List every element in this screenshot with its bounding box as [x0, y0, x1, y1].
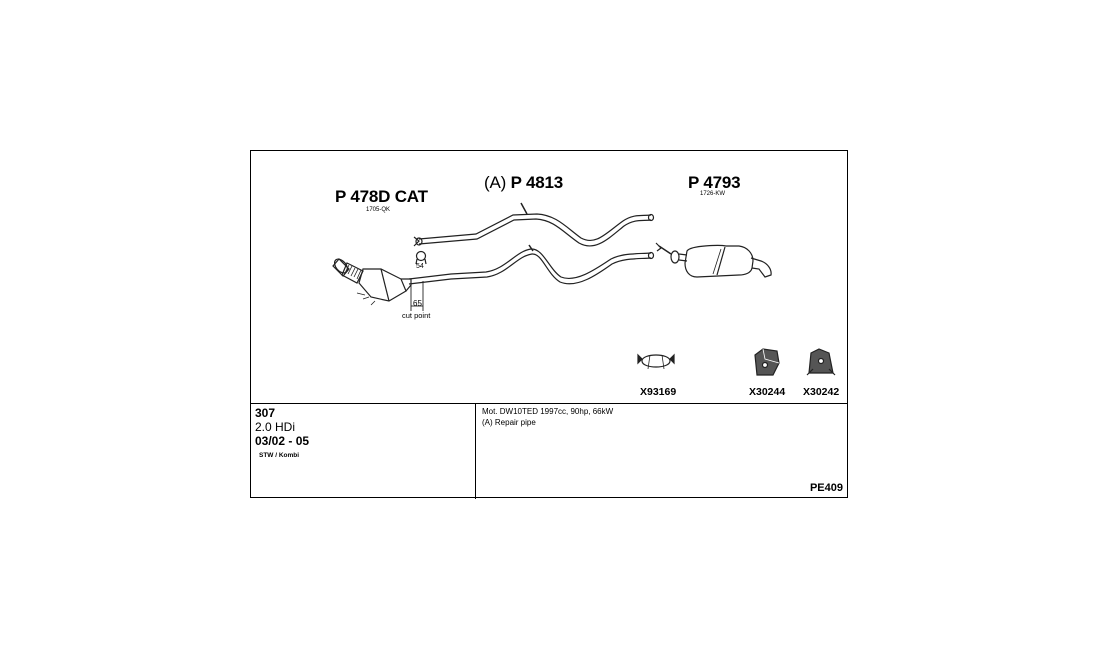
clamp-icon [637, 353, 675, 370]
notes-panel: Mot. DW10TED 1997cc, 90hp, 66kW (A) Repa… [482, 406, 613, 428]
catalytic-converter-drawing [332, 258, 412, 306]
part-label-mid: (A) P 4813 [484, 173, 563, 193]
exhaust-system-drawing [332, 202, 836, 376]
accessory-code-clamp: X93169 [640, 386, 677, 398]
exhaust-diagram-sheet: P 478D CAT 1705-QK (A) P 4813 P 4793 172… [250, 150, 848, 499]
rubber-mount-icon [754, 348, 780, 376]
rear-silencer-drawing [655, 242, 772, 278]
middle-pipe-drawing [408, 244, 655, 285]
accessory-code-bracket: X30242 [803, 386, 840, 398]
cut-point-marker [410, 281, 424, 311]
table-divider-vertical [475, 403, 476, 499]
vehicle-years: 03/02 - 05 [255, 434, 310, 448]
repair-marker: (A) [484, 173, 507, 192]
vehicle-body-type: STW / Kombi [259, 452, 300, 459]
part-code-cat: 1705-QK [366, 207, 391, 213]
note-repair-pipe: (A) Repair pipe [482, 418, 536, 427]
cut-distance-label: 65 [413, 299, 422, 308]
clamp-size-label: 54 [416, 263, 424, 270]
part-code-rear: 1726-KW [700, 191, 726, 197]
table-divider-horizontal [251, 403, 847, 404]
vehicle-engine: 2.0 HDi [255, 420, 296, 434]
clamp-54-drawing [415, 250, 427, 265]
cut-point-label: cut point [402, 311, 431, 320]
note-engine: Mot. DW10TED 1997cc, 90hp, 66kW [482, 407, 614, 416]
repair-pipe-drawing [413, 202, 655, 247]
part-label-cat: P 478D CAT [335, 187, 428, 206]
accessory-code-rubber-mount: X30244 [749, 386, 786, 398]
part-number-mid: P 4813 [510, 173, 564, 192]
part-label-rear: P 4793 [688, 173, 741, 192]
reference-code: PE409 [809, 482, 843, 494]
bracket-mount-icon [806, 348, 836, 376]
vehicle-info: 307 2.0 HDi 03/02 - 05 STW / Kombi [255, 406, 470, 459]
vehicle-model: 307 [255, 406, 276, 420]
